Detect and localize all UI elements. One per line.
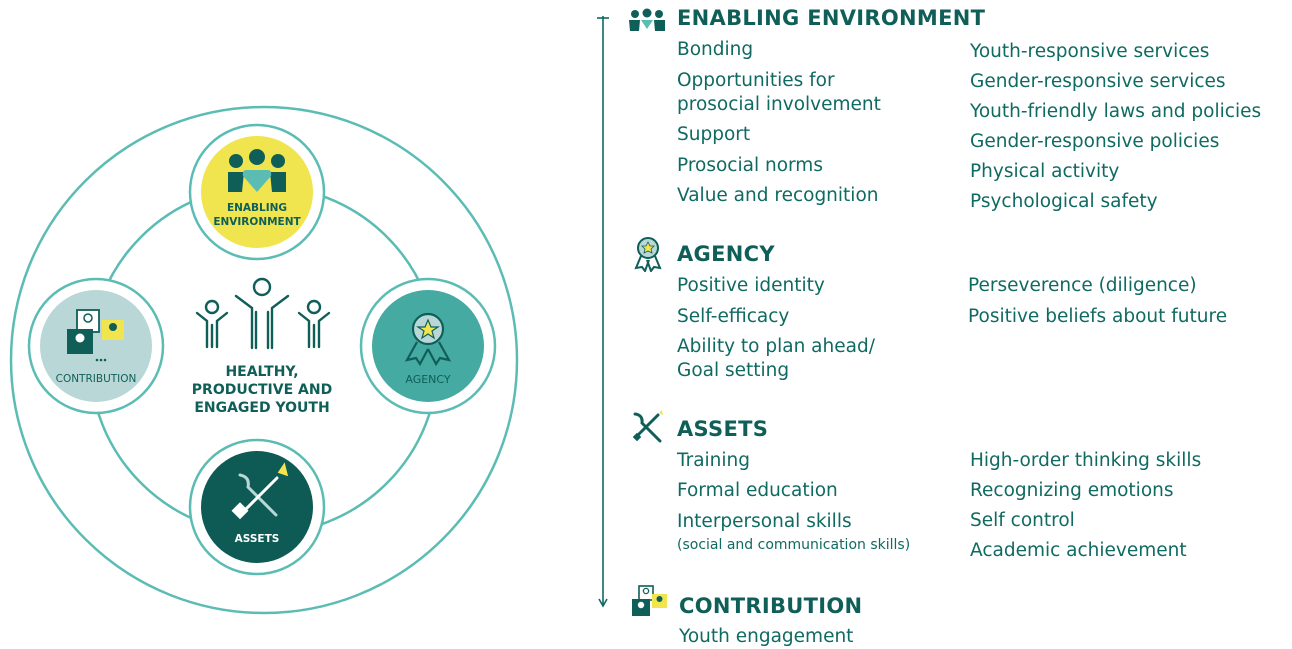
- outer-ring: [9, 105, 519, 615]
- enabling-title: ENABLING ENVIRONMENT: [677, 6, 986, 30]
- speech-bubbles-icon: [632, 585, 667, 616]
- enabling-item: Physical activity: [970, 161, 1120, 182]
- assets-item: High-order thinking skills: [970, 450, 1202, 471]
- assets-item: Interpersonal skills: [677, 511, 852, 532]
- enabling-item: Opportunities for: [677, 70, 835, 91]
- tools-icon: [231, 462, 289, 520]
- enabling-item: Psychological safety: [970, 191, 1158, 212]
- agency-item: Ability to plan ahead/: [677, 336, 875, 357]
- center-label-line-3: ENGAGED YOUTH: [194, 400, 330, 416]
- vertical-arrow: [597, 16, 609, 608]
- enabling-item: Prosocial norms: [677, 155, 823, 176]
- contribution-node-label: CONTRIBUTION: [55, 373, 137, 385]
- assets-item: Academic achievement: [970, 540, 1187, 561]
- enabling-item: Gender-responsive policies: [970, 131, 1220, 152]
- agency-node: [372, 290, 484, 402]
- people-group-icon: [228, 149, 286, 192]
- assets-node: [201, 451, 313, 563]
- agency-item: Goal setting: [677, 360, 790, 381]
- enabling-item: prosocial involvement: [677, 94, 881, 115]
- enabling-node-label-line-1: ENABLING: [226, 202, 288, 214]
- agency-item: Positive identity: [677, 275, 825, 296]
- people-group-icon: [629, 8, 665, 31]
- center-label-line-2: PRODUCTIVE AND: [191, 382, 333, 398]
- youth-development-diagram: [9, 105, 519, 615]
- agency-node-label: AGENCY: [405, 373, 451, 386]
- agency-item: Perseverence (diligence): [968, 275, 1197, 296]
- contribution-item: Youth engagement: [679, 626, 854, 647]
- agency-title: AGENCY: [677, 242, 775, 266]
- center-label: HEALTHY, PRODUCTIVE AND ENGAGED YOUTH: [182, 363, 342, 417]
- award-ribbon-icon: [634, 237, 662, 272]
- enabling-node-label: ENABLING ENVIRONMENT: [207, 201, 307, 229]
- speech-bubbles-icon: [67, 309, 124, 362]
- center-label-line-1: HEALTHY,: [225, 364, 299, 380]
- enabling-item: Value and recognition: [677, 185, 879, 206]
- assets-item: Training: [677, 450, 750, 471]
- enabling-item: Gender-responsive services: [970, 71, 1226, 92]
- contribution-node: [40, 290, 152, 402]
- assets-note: (social and communication skills): [677, 537, 911, 553]
- assets-item: Recognizing emotions: [970, 480, 1174, 501]
- agency-item: Positive beliefs about future: [968, 306, 1228, 327]
- assets-node-label: ASSETS: [234, 533, 280, 545]
- enabling-item: Support: [677, 124, 751, 145]
- enabling-item: Youth-friendly laws and policies: [970, 101, 1262, 122]
- assets-item: Formal education: [677, 480, 838, 501]
- assets-item: Self control: [970, 510, 1075, 531]
- youth-figures-icon: [195, 277, 331, 350]
- assets-title: ASSETS: [677, 417, 769, 441]
- award-ribbon-icon: [404, 312, 452, 367]
- enabling-node-label-line-2: ENVIRONMENT: [213, 216, 301, 228]
- enabling-item: Bonding: [677, 39, 754, 60]
- tools-icon: [632, 410, 663, 443]
- enabling-item: Youth-responsive services: [970, 41, 1210, 62]
- contribution-title: CONTRIBUTION: [679, 594, 863, 618]
- agency-item: Self-efficacy: [677, 306, 790, 327]
